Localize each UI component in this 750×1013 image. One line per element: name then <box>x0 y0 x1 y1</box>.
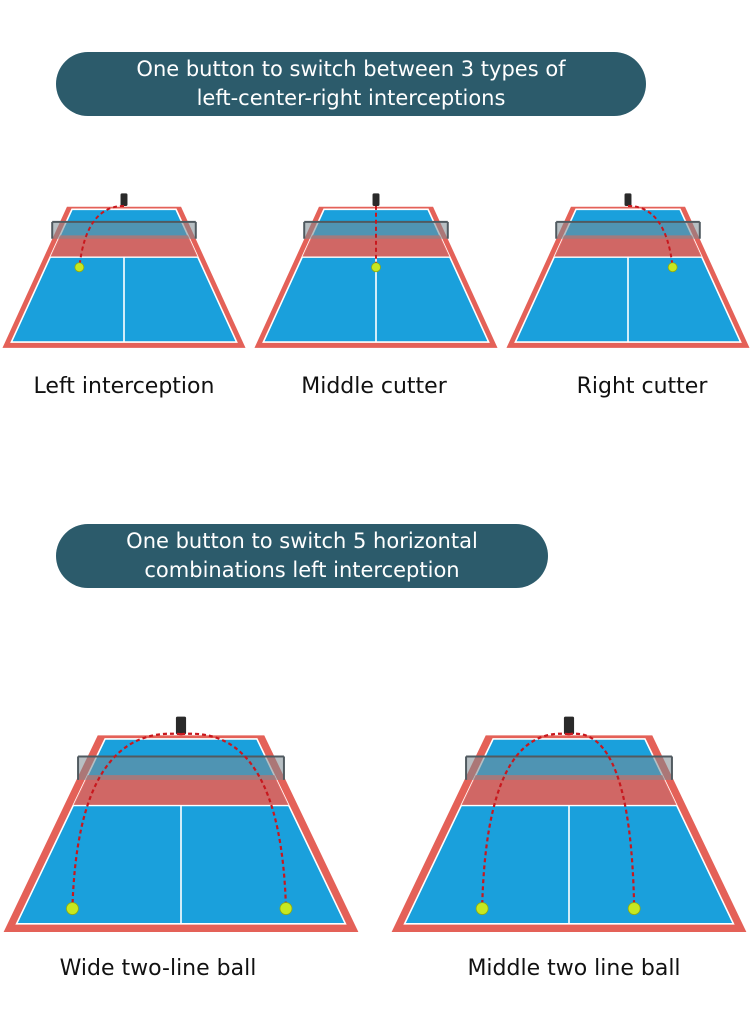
caption-left-interception: Left interception <box>33 374 215 399</box>
caption-right-cutter: Right cutter <box>576 374 708 399</box>
court-right-cutter <box>506 193 750 348</box>
tennis-ball <box>475 902 489 915</box>
caption-wide-two-line: Wide two-line ball <box>59 956 257 981</box>
net <box>52 221 196 239</box>
ball-trajectory <box>481 732 570 909</box>
ball-machine <box>372 193 380 206</box>
banner-line: One button to switch 5 horizontal <box>126 529 478 553</box>
court-middle-two-line <box>391 716 747 932</box>
court-wide-two-line <box>3 716 359 932</box>
banner-three-interceptions: One button to switch between 3 types of … <box>56 52 646 116</box>
service-band <box>302 235 450 258</box>
service-band <box>554 235 702 258</box>
net <box>466 756 672 780</box>
ball-trajectory <box>78 204 125 268</box>
ball-machine <box>175 716 187 735</box>
ball-trajectory <box>568 732 636 909</box>
tennis-ball <box>74 262 85 273</box>
tennis-ball <box>667 262 678 273</box>
banner-line: One button to switch between 3 types of <box>136 57 566 81</box>
ball-trajectory <box>627 204 674 268</box>
net <box>78 756 284 780</box>
ball-machine <box>563 716 575 735</box>
tennis-ball <box>66 902 79 915</box>
ball-trajectory <box>180 732 288 909</box>
ball-machine <box>120 193 128 206</box>
tennis-ball <box>627 902 641 915</box>
ball-machine <box>624 193 632 206</box>
banner-five-combinations: One button to switch 5 horizontal combin… <box>56 524 548 588</box>
caption-middle-two-line: Middle two line ball <box>467 956 681 981</box>
tennis-ball <box>371 262 381 273</box>
net <box>556 221 700 239</box>
caption-middle-cutter: Middle cutter <box>301 374 447 399</box>
court-middle-cutter <box>254 193 498 348</box>
banner-line: left-center-right interceptions <box>196 86 506 110</box>
service-band <box>50 235 198 258</box>
banner-line: combinations left interception <box>144 558 460 582</box>
tennis-ball <box>279 902 293 915</box>
ball-trajectory <box>71 732 182 909</box>
court-left-interception <box>2 193 246 348</box>
service-band <box>73 775 289 806</box>
